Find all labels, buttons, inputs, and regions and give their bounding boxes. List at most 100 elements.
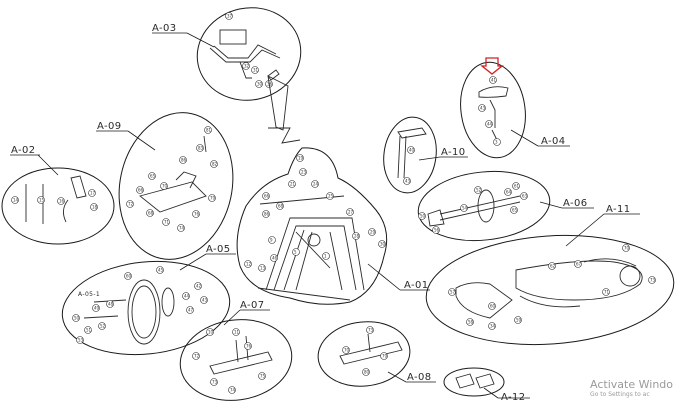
svg-text:21: 21 xyxy=(290,182,296,187)
a08-label: A-08 xyxy=(407,372,432,383)
svg-text:71: 71 xyxy=(164,220,170,225)
a12-parts xyxy=(455,373,495,389)
a01-label: A-01 xyxy=(404,280,429,291)
svg-text:64: 64 xyxy=(506,190,512,195)
svg-text:46: 46 xyxy=(272,256,278,261)
group-a09-outline xyxy=(118,112,234,260)
svg-text:66: 66 xyxy=(264,194,270,199)
svg-text:3: 3 xyxy=(495,140,498,145)
group-a05: A-05 A-05-1 45 60 42 43 44 47 50 51 52 5… xyxy=(61,244,236,356)
group-a09: A-09 81 83 86 82 66 72 68 71 74 76 79 70… xyxy=(96,112,234,260)
handlebar-stem xyxy=(267,75,289,131)
svg-text:80: 80 xyxy=(364,370,370,375)
svg-text:83: 83 xyxy=(198,146,204,151)
a05-label: A-05 xyxy=(206,244,231,255)
a04-label: A-04 xyxy=(541,136,566,147)
a02-parts: 14 15 16 17 18 xyxy=(11,175,98,224)
svg-text:47: 47 xyxy=(188,308,194,313)
svg-text:34: 34 xyxy=(490,324,496,329)
a06-label: A-06 xyxy=(563,198,588,209)
svg-text:86: 86 xyxy=(264,212,270,217)
a10-label: A-10 xyxy=(441,147,466,158)
svg-text:73: 73 xyxy=(650,278,656,283)
a12-label: A-12 xyxy=(501,392,526,403)
a05-parts: 45 60 42 43 44 47 50 51 52 53 49 48 xyxy=(72,266,208,345)
svg-text:28: 28 xyxy=(354,234,360,239)
a08-leader-line xyxy=(387,371,407,383)
svg-text:71: 71 xyxy=(604,290,610,295)
svg-text:16: 16 xyxy=(59,199,65,204)
svg-text:56: 56 xyxy=(434,228,440,233)
svg-text:79: 79 xyxy=(382,354,388,359)
svg-text:40: 40 xyxy=(409,148,415,153)
svg-text:36: 36 xyxy=(267,82,273,87)
svg-text:52: 52 xyxy=(100,324,106,329)
red-down-arrow-icon xyxy=(480,57,504,75)
svg-text:30: 30 xyxy=(380,242,386,247)
svg-text:66: 66 xyxy=(138,188,144,193)
group-a03: A-03 37 31 30 36 32 xyxy=(152,7,302,144)
svg-text:86: 86 xyxy=(181,158,187,163)
svg-text:65: 65 xyxy=(150,174,156,179)
svg-text:1: 1 xyxy=(324,254,327,259)
svg-text:43: 43 xyxy=(480,106,486,111)
svg-text:70: 70 xyxy=(624,246,630,251)
group-a11-outline xyxy=(425,234,675,346)
svg-text:54: 54 xyxy=(462,206,468,211)
svg-text:19: 19 xyxy=(298,156,304,161)
group-a07-outline xyxy=(179,319,293,401)
svg-text:75: 75 xyxy=(260,374,266,379)
a12-leader-line xyxy=(483,387,499,399)
svg-text:72: 72 xyxy=(194,354,200,359)
svg-text:62: 62 xyxy=(550,264,556,269)
group-a11: A-11 70 62 67 71 73 57 58 60 59 34 xyxy=(425,204,675,346)
a11-leader-line xyxy=(565,213,605,247)
svg-text:52: 52 xyxy=(476,188,482,193)
a01-leader-line xyxy=(367,263,401,291)
svg-text:74: 74 xyxy=(179,226,185,231)
group-a02-outline xyxy=(1,167,115,245)
a03-label: A-03 xyxy=(152,23,177,34)
svg-text:23: 23 xyxy=(301,170,307,175)
a07-label: A-07 xyxy=(240,300,265,311)
group-a05-outline xyxy=(61,260,231,356)
a09-parts: 81 83 86 82 66 72 68 71 74 76 79 70 65 xyxy=(126,126,218,232)
a11-label: A-11 xyxy=(606,204,631,215)
svg-text:10: 10 xyxy=(208,330,214,335)
svg-text:73: 73 xyxy=(368,328,374,333)
svg-text:44: 44 xyxy=(487,122,493,127)
a04-parts: 41 43 44 3 xyxy=(478,76,509,146)
group-a03-outline xyxy=(196,7,302,101)
svg-text:9: 9 xyxy=(270,238,273,243)
svg-text:48: 48 xyxy=(108,302,114,307)
svg-text:44: 44 xyxy=(184,294,190,299)
svg-text:43: 43 xyxy=(405,179,411,184)
svg-text:29: 29 xyxy=(370,230,376,235)
svg-text:73: 73 xyxy=(212,380,218,385)
a09-leader-line xyxy=(127,130,156,151)
a02-label: A-02 xyxy=(11,145,36,156)
svg-text:42: 42 xyxy=(196,284,202,289)
a01-parts: 19 23 21 24 66 86 68 25 27 28 29 30 9 12… xyxy=(244,154,386,301)
svg-text:24: 24 xyxy=(313,182,319,187)
group-a02: A-02 14 15 16 17 18 xyxy=(1,145,115,245)
svg-text:25: 25 xyxy=(328,194,334,199)
svg-text:11: 11 xyxy=(234,330,240,335)
svg-text:18: 18 xyxy=(92,205,98,210)
a03-parts: 37 31 30 36 32 xyxy=(209,12,281,88)
svg-text:60: 60 xyxy=(126,274,132,279)
svg-text:76: 76 xyxy=(246,344,252,349)
a10-leader-line xyxy=(418,156,441,161)
group-a08: A-08 73 70 79 80 xyxy=(317,321,436,387)
svg-text:50: 50 xyxy=(420,214,426,219)
group-a06: A-06 50 56 54 52 64 61 63 65 xyxy=(417,170,594,242)
group-a10: A-10 40 43 xyxy=(383,116,468,194)
group-a01: A-01 19 23 21 24 66 86 68 25 27 28 29 30… xyxy=(236,147,430,305)
a05-leader-line xyxy=(179,253,207,271)
svg-text:74: 74 xyxy=(230,388,236,393)
svg-text:37: 37 xyxy=(227,14,233,19)
svg-text:72: 72 xyxy=(128,202,134,207)
stem-break-line xyxy=(268,127,301,144)
